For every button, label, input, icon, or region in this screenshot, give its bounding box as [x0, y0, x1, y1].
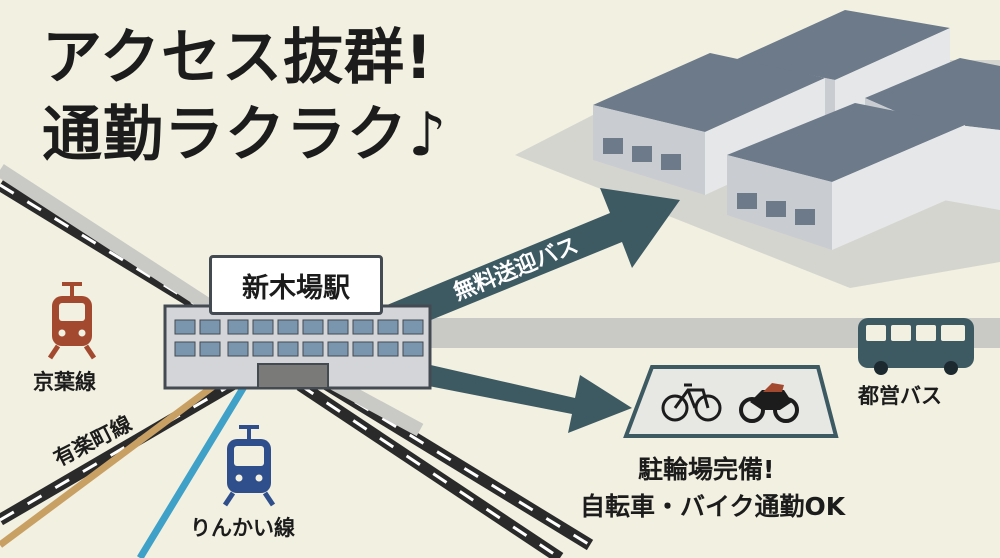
bus-icon [858, 318, 974, 375]
rail-lower-left [0, 374, 244, 526]
line-label-keiyo: 京葉線 [33, 370, 96, 394]
train-icon-rinkai [222, 425, 276, 507]
line-rinkai [137, 383, 248, 558]
parking-arrow [398, 358, 632, 433]
bicycle-parking-panel [623, 365, 839, 438]
bicycle-icon [661, 383, 722, 422]
train-icon-keiyo [47, 282, 97, 360]
station-name-sign: 新木場駅 [209, 255, 383, 315]
shuttle-arrow [370, 188, 680, 340]
rail-lower-right [296, 380, 564, 558]
city-bus-label: 都営バス [858, 384, 942, 408]
motorcycle-icon [739, 383, 799, 423]
line-label-rinkai: りんかい線 [190, 516, 295, 540]
station-building [163, 304, 432, 390]
warehouse-front [727, 103, 965, 250]
headline-line1: アクセス抜群! [42, 23, 434, 93]
headline-line2: 通勤ラクラク♪ [42, 100, 448, 170]
parking-subline: 自転車・バイク通勤OK [580, 492, 846, 521]
parking-headline: 駐輪場完備! [638, 455, 775, 484]
line-yurakucho [0, 382, 218, 548]
